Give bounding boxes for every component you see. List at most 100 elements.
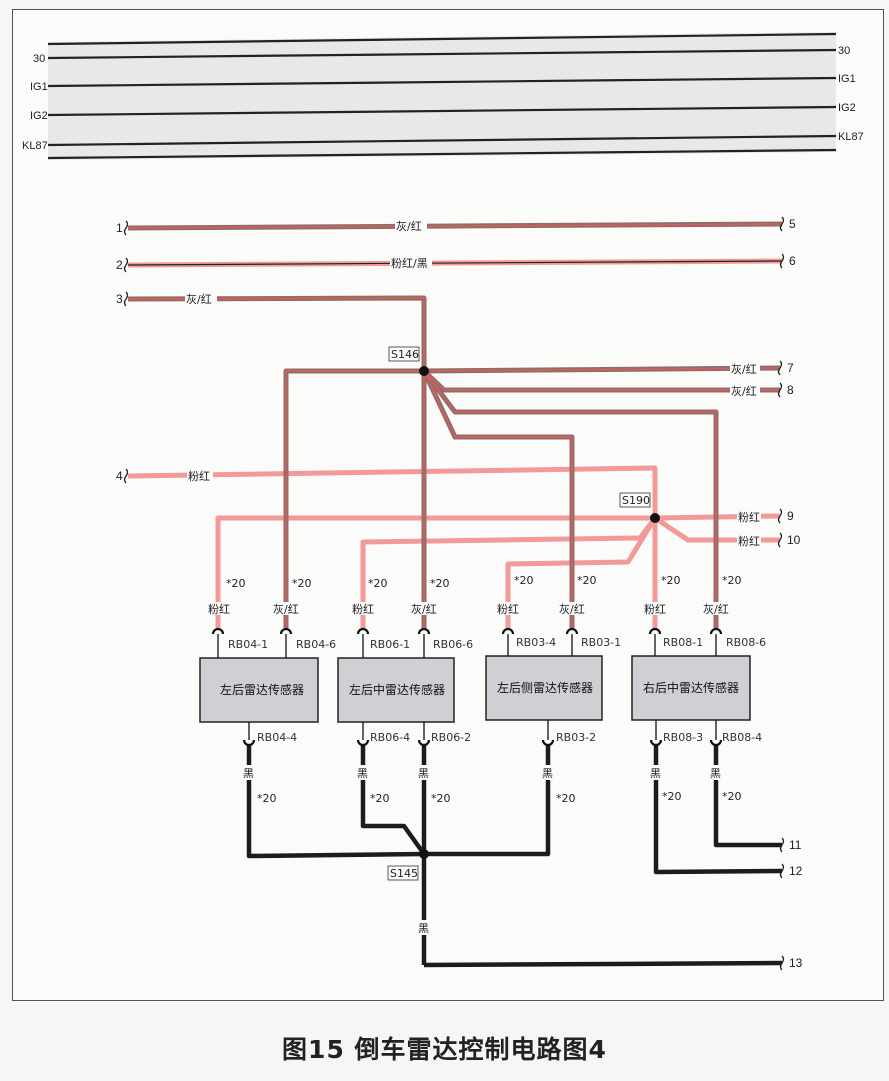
vertical-wire-labels: *20 *20 *20 *20 *20 *20 *20 *20 粉红 灰/红 粉…	[207, 574, 742, 616]
sensor-left-rear-side: 左后侧雷达传感器	[485, 655, 603, 721]
pin-labels-bottom: RB04-4 RB06-4 RB06-2 RB03-2 RB08-3 RB08-…	[257, 731, 762, 744]
pin-rb08-4: RB08-4	[722, 731, 762, 744]
size-label-rb03-4: *20	[514, 574, 534, 587]
color-rb04-4: 黑	[243, 767, 254, 780]
pin-rb03-2: RB03-2	[556, 731, 596, 744]
splice-s145-label: S145	[390, 867, 418, 880]
connector-5: 5	[789, 217, 796, 231]
wire-label-9: 粉红	[738, 511, 760, 524]
wire-label-10: 粉红	[738, 535, 760, 548]
wire-label-2-6: 粉红/黑	[391, 257, 428, 270]
connector-7: 7	[787, 361, 794, 375]
connector-3: 3	[116, 292, 123, 306]
pin-rb06-2: RB06-2	[431, 731, 471, 744]
color-rb04-6: 灰/红	[273, 602, 299, 616]
color-rb03-1: 灰/红	[559, 602, 585, 616]
color-rb08-4: 黑	[710, 767, 721, 780]
pin-rb06-1: RB06-1	[370, 638, 410, 651]
pin-rb04-6: RB04-6	[296, 638, 336, 651]
wire-label-8: 灰/红	[731, 384, 757, 398]
pink-black-wire	[127, 258, 783, 268]
size-label-rb06-2: *20	[431, 792, 451, 805]
sensor-right-rear-middle-label: 右后中雷达传感器	[643, 680, 739, 695]
wire-label-1-5: 灰/红	[396, 219, 422, 233]
bus-label-ig1-left: IG1	[30, 81, 48, 93]
color-rb08-3: 黑	[650, 767, 661, 780]
sensor-left-rear-label: 左后雷达传感器	[220, 682, 304, 697]
size-label-rb06-4: *20	[370, 792, 390, 805]
size-label-rb03-2: *20	[556, 792, 576, 805]
color-rb03-4: 粉红	[497, 603, 519, 616]
sensor-left-rear: 左后雷达传感器	[199, 657, 319, 723]
connector-10: 10	[787, 533, 801, 547]
connector-11: 11	[789, 838, 802, 852]
size-label-rb04-1: *20	[226, 577, 246, 590]
bus-band	[48, 32, 836, 160]
sensor-left-rear-middle: 左后中雷达传感器	[337, 657, 455, 723]
connector-13: 13	[789, 956, 803, 970]
pin-rb08-1: RB08-1	[663, 636, 703, 649]
color-rb06-1: 粉红	[352, 603, 374, 616]
splice-s190-dot	[650, 513, 660, 523]
size-label-rb03-1: *20	[577, 574, 597, 587]
connector-1: 1	[116, 221, 123, 235]
size-label-rb08-4: *20	[722, 790, 742, 803]
connector-2: 2	[116, 258, 123, 272]
size-label-rb06-1: *20	[368, 577, 388, 590]
connector-9: 9	[787, 509, 794, 523]
connector-6: 6	[789, 254, 796, 268]
splice-s190-label: S190	[622, 494, 650, 507]
size-label-rb06-6: *20	[430, 577, 450, 590]
connector-8: 8	[787, 383, 794, 397]
pin-rb04-1: RB04-1	[228, 638, 268, 651]
splice-labels: S146 S190 S145	[387, 346, 651, 881]
color-rb04-1: 粉红	[208, 603, 230, 616]
terminal-caps-bottom	[242, 720, 723, 747]
pin-rb06-4: RB06-4	[370, 731, 410, 744]
bus-label-ig2-right: IG2	[838, 102, 856, 114]
figure-caption: 图15 倒车雷达控制电路图4	[282, 1035, 607, 1064]
wire-label-3: 灰/红	[186, 292, 212, 306]
connector-symbols	[123, 216, 785, 971]
wire-label-7: 灰/红	[731, 362, 757, 376]
color-rb08-1: 粉红	[644, 603, 666, 616]
size-label-rb08-6: *20	[722, 574, 742, 587]
pin-rb04-4: RB04-4	[257, 731, 297, 744]
pin-rb03-1: RB03-1	[581, 636, 621, 649]
size-label-rb08-1: *20	[661, 574, 681, 587]
bus-label-kl87-right: KL87	[838, 131, 864, 143]
gray-red-wires	[127, 221, 783, 628]
splice-s146-label: S146	[391, 348, 419, 361]
sensor-right-rear-middle: 右后中雷达传感器	[631, 655, 751, 721]
pin-labels-top: RB04-1 RB04-6 RB06-1 RB06-6 RB03-4 RB03-…	[228, 636, 766, 651]
color-rb06-4: 黑	[357, 767, 368, 780]
bus-label-30-left: 30	[33, 53, 45, 65]
connector-12: 12	[789, 864, 803, 878]
diagram-frame	[12, 9, 884, 1001]
bus-label-ig1-right: IG1	[838, 73, 856, 85]
bus-label-ig2-left: IG2	[30, 110, 48, 122]
color-rb06-2: 黑	[418, 767, 429, 780]
sensor-left-rear-middle-label: 左后中雷达传感器	[349, 682, 445, 697]
size-label-rb04-6: *20	[292, 577, 312, 590]
splice-s145-dot	[419, 849, 429, 859]
bus-label-30-right: 30	[838, 45, 850, 57]
wire-labels: 灰/红 粉红/黑 灰/红 灰/红 灰/红 粉红 粉红 粉红	[185, 219, 761, 548]
pin-rb08-6: RB08-6	[726, 636, 766, 649]
splice-s146-dot	[419, 366, 429, 376]
size-label-rb08-3: *20	[662, 790, 682, 803]
black-wire-labels: 黑 黑 黑 黑 黑 黑 黑 *20 *20 *20 *20 *20 *20	[243, 765, 742, 935]
pin-rb03-4: RB03-4	[516, 636, 556, 649]
color-s145-13: 黑	[418, 922, 429, 935]
color-rb03-2: 黑	[542, 767, 553, 780]
size-label-rb04-4: *20	[257, 792, 277, 805]
color-rb06-6: 灰/红	[411, 602, 437, 616]
bus-lines	[47, 32, 837, 160]
pin-rb08-3: RB08-3	[663, 731, 703, 744]
color-rb08-6: 灰/红	[703, 602, 729, 616]
terminal-caps-top	[211, 627, 723, 658]
black-wires	[246, 745, 783, 968]
connector-4: 4	[116, 469, 123, 483]
sensor-left-rear-side-label: 左后侧雷达传感器	[497, 680, 593, 695]
